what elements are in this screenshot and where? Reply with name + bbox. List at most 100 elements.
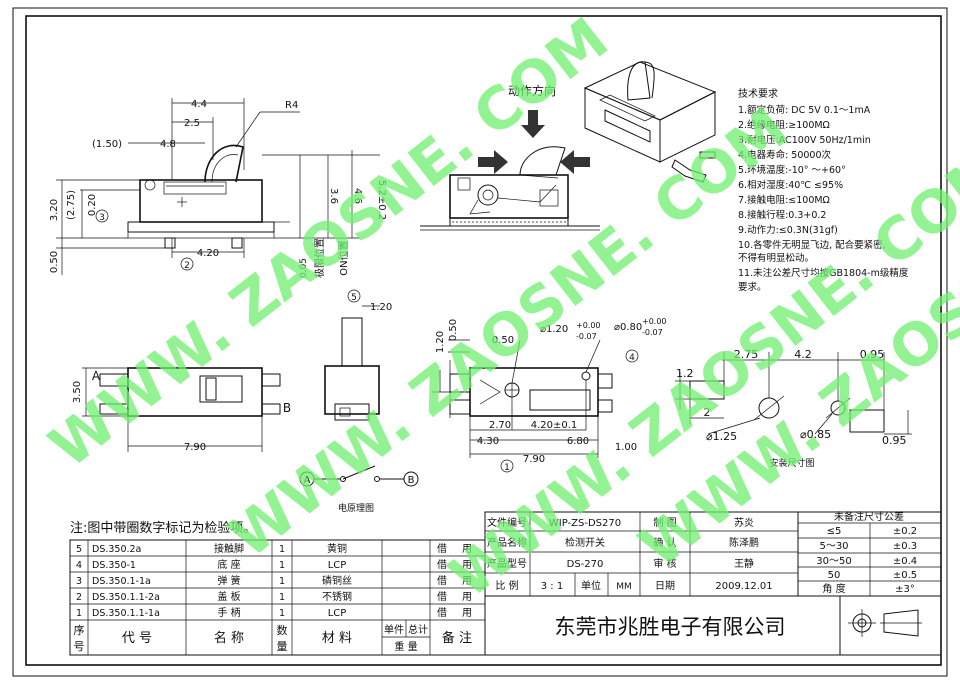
dim-4-20b: 4.20±0.1 (531, 420, 578, 431)
tolerance-row: 5～30 ±0.3 (819, 541, 917, 552)
tolerance-row: 角 度 ±3° (822, 582, 914, 595)
check-marker-1-label: 1 (504, 463, 510, 473)
side-view (56, 98, 380, 275)
bom-no: 2 (76, 592, 82, 603)
dim-6-80: 6.80 (567, 436, 589, 447)
bom-header-name: 名 称 (214, 630, 244, 646)
bom-row: 3 DS.350.1-1a 弹 簧 1 磷铜丝 借 用 (76, 574, 472, 587)
check-marker-4-label: 4 (629, 353, 635, 363)
bom-code: DS.350.1.1-2a (92, 592, 160, 603)
tech-item-9: 9.动作力:≤0.3N(31gf) (738, 224, 838, 236)
bom-use: 用 (462, 608, 472, 619)
tb-scale: 3 : 1 (541, 581, 563, 592)
tolerance-title: 未备注尺寸公差 (834, 510, 904, 523)
check-marker-4 (625, 349, 639, 363)
bom-header-material: 材 料 (322, 631, 352, 646)
dim-hole-1-tol-lower: -0.07 (576, 332, 597, 341)
dim-r4: R4 (285, 100, 298, 111)
check-marker-5 (347, 289, 361, 303)
title-block (484, 511, 942, 656)
bom-material: 不锈钢 (322, 590, 352, 603)
top-view (432, 339, 613, 458)
tb-confirm-label: 确 认 (653, 536, 676, 549)
projection-symbol-icon (848, 609, 922, 637)
schematic-b: B (408, 475, 415, 486)
dim-hole-1-20: ⌀1.20 (540, 324, 568, 335)
bom-header-no-2: 号 (74, 640, 85, 653)
tech-item-4: 4.电器寿命: 50000次 (738, 149, 832, 161)
dim-4-30: 4.30 (477, 436, 499, 447)
outer-frame (12, 7, 948, 677)
bom-row: 5 DS.350.2a 接触脚 1 黄铜 借 用 (76, 542, 472, 555)
dim-1-50: (1.50) (92, 139, 122, 150)
label-limit-position: 极限位置 (313, 238, 326, 278)
bom-use: 用 (462, 576, 472, 587)
dim-4-6: 4.6 (352, 188, 363, 204)
tol-value: ±3° (895, 584, 915, 595)
bom-code: DS.350.2a (92, 544, 141, 555)
bom-name: 接触脚 (214, 542, 244, 555)
tol-range: 50 (828, 570, 841, 581)
dim-mount-hole-0-85: ⌀0.85 (800, 428, 831, 441)
bom-name: 手 柄 (217, 606, 240, 619)
dim-mount-2: 2 (704, 406, 711, 419)
tech-title: 技术要求 (738, 87, 778, 100)
dim-hole-0-80: ⌀0.80 (614, 322, 642, 333)
bom-material: LCP (328, 608, 347, 619)
end-view (324, 305, 380, 421)
dim-1-00: 1.00 (615, 442, 637, 453)
dim-3-20: 3.20 (49, 199, 60, 221)
dim-mount-1-2: 1.2 (676, 367, 694, 380)
bom-use: 用 (462, 560, 472, 571)
bom-ref: 借 (437, 575, 447, 587)
front-view (82, 367, 281, 452)
dim-2-70: 2.70 (489, 420, 511, 431)
company-name: 东莞市兆胜电子有限公司 (555, 615, 786, 639)
bom-ref: 借 (437, 559, 447, 571)
tb-date: 2009.12.01 (715, 581, 772, 592)
tol-value: ±0.2 (893, 526, 917, 537)
tech-item-2: 2.绝缘电阻:≥100MΩ (738, 119, 830, 131)
dim-mount-2-75: 2.75 (734, 348, 759, 361)
tech-item-11b: 要求。 (738, 281, 767, 293)
bom-row: 4 DS.350-1 底 座 1 LCP 借 用 (76, 558, 472, 571)
bom-header-remark: 备 注 (442, 630, 472, 646)
tolerance-row: 30～50 ±0.4 (816, 556, 917, 567)
technical-requirements: 技术要求 1.额定负荷: DC 5V 0.1～1mA 2.绝缘电阻:≥100MΩ… (738, 87, 909, 293)
check-marker-3 (95, 209, 109, 223)
dim-1-20: 1.20 (370, 302, 392, 313)
dim-5-2: 5.2±0.2 (376, 180, 387, 220)
terminal-b-label: B (283, 401, 291, 415)
check-marker-2-label: 2 (184, 261, 190, 271)
bom-ref: 借 (437, 607, 447, 619)
tb-model: DS-270 (567, 559, 604, 570)
bom-qty: 1 (279, 608, 285, 619)
dim-0-05: 0.05 (299, 258, 309, 278)
tb-file-no-label: 文件编号 (487, 516, 527, 529)
bom-code: DS.350.1.1-1a (92, 608, 160, 619)
bom-row: 2 DS.350.1.1-2a 盖 板 1 不锈钢 借 用 (76, 590, 472, 603)
tech-item-11: 11.未注公差尺寸均按GB1804-m级精度 (738, 267, 909, 279)
tb-unit: MM (616, 582, 632, 592)
schematic-caption: 电原理图 (338, 502, 374, 514)
bom-qty: 1 (279, 576, 285, 587)
dim-hole-2-tol-upper: +0.00 (642, 317, 667, 326)
bom-no: 5 (76, 544, 82, 555)
mount-caption: 安装尺寸图 (769, 457, 814, 469)
bom-qty: 1 (279, 560, 285, 571)
bom-header-weight: 重 量 (394, 640, 417, 653)
mounting-footprint (675, 352, 912, 435)
tol-range: 角 度 (822, 582, 845, 595)
tb-date-label: 日期 (655, 580, 675, 592)
tol-value: ±0.5 (893, 570, 917, 581)
tolerance-row: 50 ±0.5 (828, 570, 918, 581)
dim-mount-4-2: 4.2 (794, 348, 812, 361)
tolerance-row: ≤5 ±0.2 (827, 526, 918, 537)
tb-unit-label: 单位 (581, 579, 601, 592)
dim-0-50: 0.50 (49, 251, 60, 273)
tb-drawn-label: 制 图 (653, 516, 676, 529)
tb-scale-label: 比 例 (495, 579, 518, 592)
dim-3-6: 3.6 (328, 188, 339, 204)
label-on-position: ON位置 (337, 240, 350, 275)
